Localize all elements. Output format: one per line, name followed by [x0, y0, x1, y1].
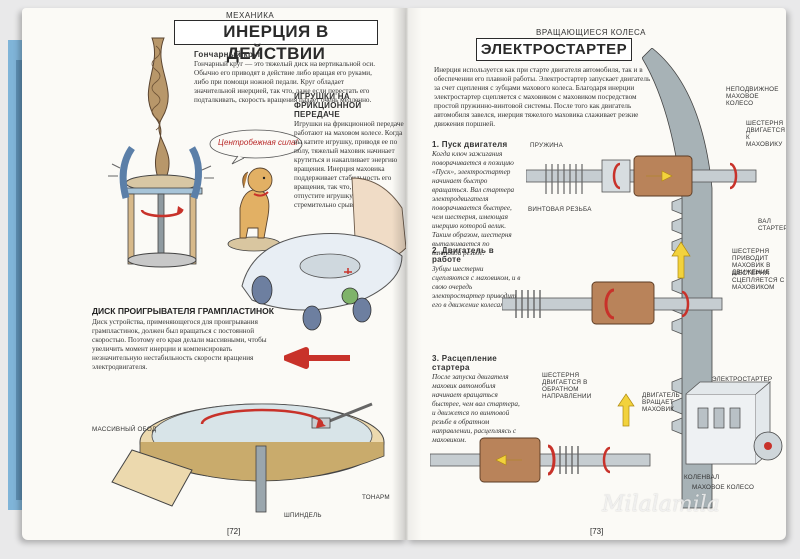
friction-toys-text: ИГРУШКИ НА ФРИКЦИОННОЙ ПЕРЕДАЧЕ Игрушки …: [294, 92, 404, 210]
right-page-title: ЭЛЕКТРОСТАРТЕР: [476, 38, 632, 61]
label-gear-moves: ШЕСТЕРНЯ ДВИГАЕТСЯ К МАХОВИКУ: [746, 120, 786, 148]
book-cover-edge-inner: [16, 60, 22, 500]
step3-body: После запуска двигателя маховик автомоби…: [432, 373, 520, 444]
label-crankshaft: КОЛЕНВАЛ: [684, 474, 720, 481]
label-starter: ЭЛЕКТРОСТАРТЕР: [712, 376, 773, 383]
left-page-number: [72]: [227, 527, 241, 536]
potter-wheel-heading: Гончарный круг: [194, 50, 262, 59]
left-section-header: МЕХАНИКА: [226, 11, 275, 20]
engine-illustration: [685, 381, 783, 465]
potter-wheel-illustration: [108, 37, 214, 268]
step3-heading: 3. Расцепление стартера: [432, 354, 498, 372]
left-page-title: ИНЕРЦИЯ В ДЕЙСТВИИ: [174, 20, 378, 63]
label-massive-rim: МАССИВНЫЙ ОБОД: [92, 426, 157, 433]
potter-wheel-text: Гончарный круг Гончарный круг — это тяже…: [194, 50, 384, 105]
label-spring: ПРУЖИНА: [530, 142, 564, 149]
right-page-number: [73]: [590, 527, 604, 536]
potter-wheel-body: Гончарный круг — это тяжелый диск на вер…: [194, 60, 376, 104]
label-screw-thread: ВИНТОВАЯ РЕЗЬБА: [528, 206, 592, 213]
step3-starter-illustration: [430, 437, 651, 483]
label-fixed-flywheel: НЕПОДВИЖНОЕ МАХОВОЕ КОЛЕСО: [726, 86, 779, 107]
step1-text: 1. Пуск двигателя Когда ключ зажигания п…: [432, 140, 520, 258]
step1-starter-illustration: [526, 155, 757, 197]
turntable-text: Диск устройства, применяющегося для прои…: [92, 318, 267, 371]
step3-text: 3. Расцепление стартера После запуска дв…: [432, 354, 524, 445]
step3-up-arrow: [617, 393, 635, 427]
dog-illustration: [227, 167, 281, 252]
label-engine-drives: ДВИГАТЕЛЬ ВРАЩАЕТ МАХОВИК: [642, 392, 680, 413]
open-book: МЕХАНИКА ИНЕРЦИЯ В ДЕЙСТВИИ Гончарный кр…: [22, 8, 786, 548]
speech-bubble-text: Центробежная сила!: [218, 138, 298, 147]
direction-arrow-left: [284, 347, 350, 369]
friction-toy-illustration: [241, 177, 407, 348]
step2-heading: 2. Двигатель в работе: [432, 246, 494, 264]
label-gear-drives: ШЕСТЕРНЯ ПРИВОДИТ МАХОВИК В ДВИЖЕНИЕ: [732, 248, 771, 276]
step1-heading: 1. Пуск двигателя: [432, 140, 508, 149]
label-spindle: ШПИНДЕЛЬ: [284, 512, 322, 519]
speech-bubble: [209, 129, 303, 165]
step2-up-arrow: [671, 241, 691, 279]
step2-body: Зубцы шестерни сцепляются с маховиком, и…: [432, 265, 521, 309]
right-page: ВРАЩАЮЩИЕСЯ КОЛЕСА ЭЛЕКТРОСТАРТЕР Инерци…: [406, 8, 786, 540]
friction-toys-heading: ИГРУШКИ НА ФРИКЦИОННОЙ ПЕРЕДАЧЕ: [294, 92, 362, 119]
label-gear-engages: ШЕСТЕРНЯ СЦЕПЛЯЕТСЯ С МАХОВИКОМ: [732, 270, 785, 291]
friction-toys-body: Игрушки на фрикционной передаче работают…: [294, 120, 404, 209]
label-flywheel: МАХОВОЕ КОЛЕСО: [692, 484, 755, 491]
right-section-header: ВРАЩАЮЩИЕСЯ КОЛЕСА: [536, 28, 646, 37]
label-starter-shaft: ВАЛ СТАРТЕРА: [758, 218, 786, 232]
turntable-heading: ДИСК ПРОИГРЫВАТЕЛЯ ГРАМПЛАСТИНОК: [92, 306, 274, 316]
watermark: Milalamila: [602, 492, 720, 517]
turntable-illustration: [111, 402, 385, 513]
label-gear-back: ШЕСТЕРНЯ ДВИГАЕТСЯ В ОБРАТНОМ НАПРАВЛЕНИ…: [542, 372, 592, 400]
step1-body: Когда ключ зажигания поворачивается в по…: [432, 150, 515, 257]
step2-text: 2. Двигатель в работе Зубцы шестерни сце…: [432, 246, 522, 310]
label-tonearm: ТОНАРМ: [362, 494, 390, 501]
starter-intro: Инерция используется как при старте двиг…: [434, 66, 651, 128]
left-page: МЕХАНИКА ИНЕРЦИЯ В ДЕЙСТВИИ Гончарный кр…: [22, 8, 408, 540]
step2-starter-illustration: [502, 281, 723, 325]
